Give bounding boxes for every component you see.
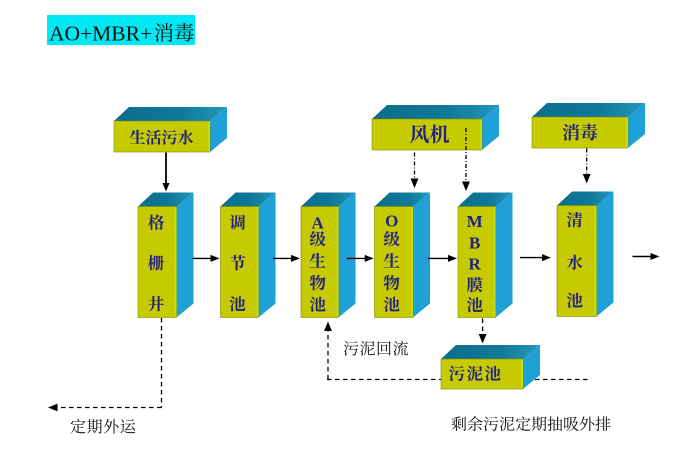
svg-text:AO+MBR+: AO+MBR+ [49,22,152,46]
svg-text:R: R [469,254,482,273]
svg-text:M: M [467,212,483,231]
svg-text:A: A [312,213,325,232]
svg-text:B: B [469,233,480,252]
svg-text:O: O [385,212,398,231]
